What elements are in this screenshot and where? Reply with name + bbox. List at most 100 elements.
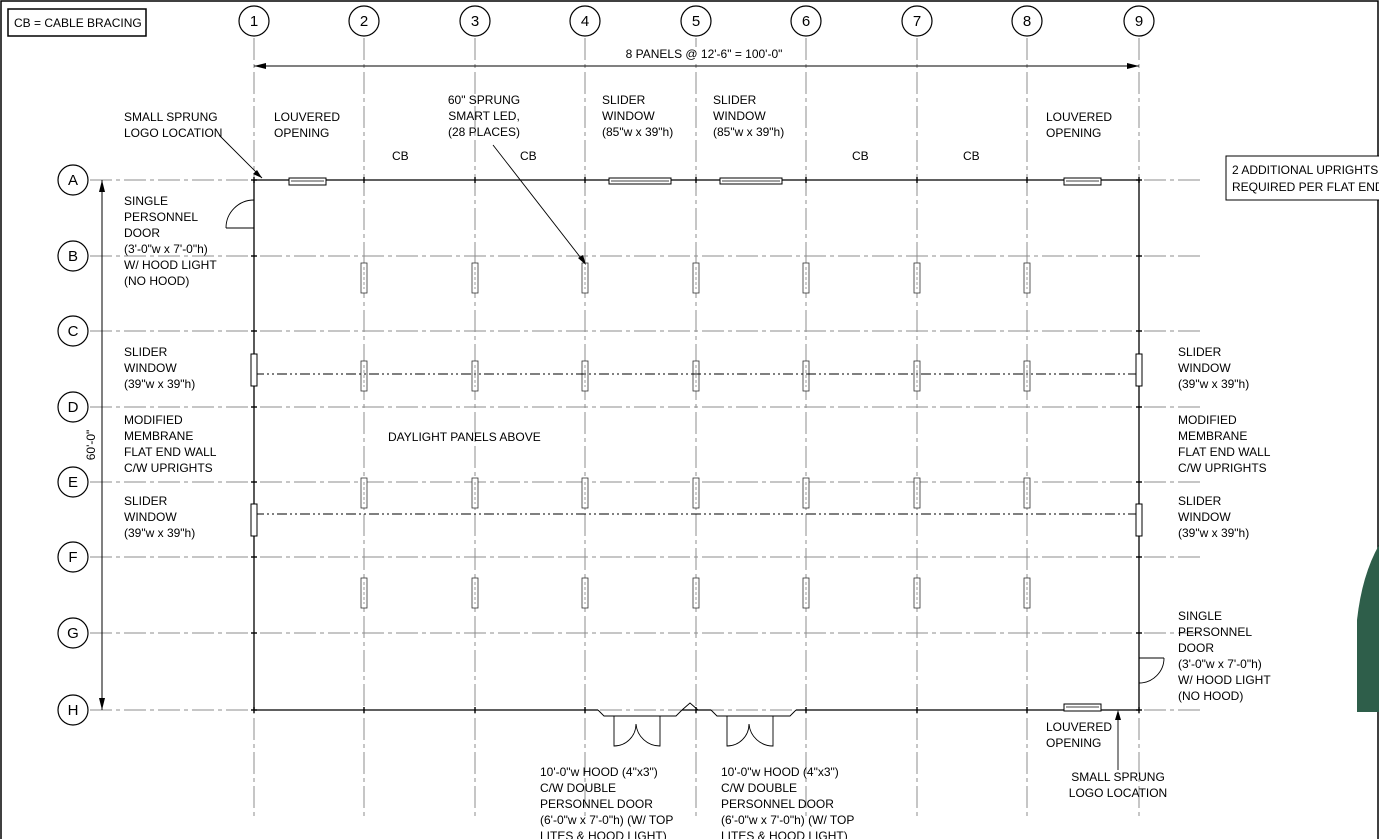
right-membrane-label-line: MEMBRANE xyxy=(1178,429,1247,443)
right-door-label-line: DOOR xyxy=(1178,641,1214,655)
row-bubble-label: G xyxy=(67,625,79,642)
right-slider-1-label-line: (39"w x 39"h) xyxy=(1178,377,1249,391)
additional-uprights-line-2: REQUIRED PER FLAT END xyxy=(1232,180,1379,194)
uprights xyxy=(251,177,1142,713)
cb-label-4: CB xyxy=(963,149,980,163)
left-door-label-line: (3'-0"w x 7'-0"h) xyxy=(124,242,208,256)
double-door-a-label-line: C/W DOUBLE xyxy=(540,781,616,795)
logo-location-bottom-label-line: SMALL SPRUNG xyxy=(1071,770,1165,784)
row-bubble-label: C xyxy=(68,323,79,340)
smart-led-label-line: 60" SPRUNG xyxy=(448,93,520,107)
double-door-a-label: 10'-0"w HOOD (4"x3")C/W DOUBLEPERSONNEL … xyxy=(540,765,673,839)
top-dimension-text: 8 PANELS @ 12'-6" = 100'-0" xyxy=(626,47,783,61)
row-bubble-C: C xyxy=(57,315,89,347)
column-bubble-label: 1 xyxy=(250,13,258,30)
double-door-a-label-line: PERSONNEL DOOR xyxy=(540,797,653,811)
logo-location-top-label-line: SMALL SPRUNG xyxy=(124,110,218,124)
annotations: CB CB CB CB DAYLIGHT PANELS ABOVE SMALL … xyxy=(124,93,1271,839)
row-bubble-label: B xyxy=(68,248,78,265)
top-dimension: 8 PANELS @ 12'-6" = 100'-0" xyxy=(254,47,1139,69)
right-door-label-line: SINGLE xyxy=(1178,609,1222,623)
left-membrane-label-line: FLAT END WALL xyxy=(124,445,217,459)
column-bubble-9: 9 xyxy=(1123,5,1155,37)
row-bubble-label: D xyxy=(68,399,79,416)
grid-lines xyxy=(90,38,1200,820)
row-bubble-label: E xyxy=(68,474,78,491)
row-bubble-G: G xyxy=(57,617,89,649)
legend-text: CB = CABLE BRACING xyxy=(14,16,142,30)
louvered-opening-right-label-line: OPENING xyxy=(1046,126,1101,140)
slider-window-b-label-line: SLIDER xyxy=(713,93,757,107)
row-bubble-A: A xyxy=(57,164,89,196)
right-slider-2-label-line: (39"w x 39"h) xyxy=(1178,526,1249,540)
logo-location-top-label-line: LOGO LOCATION xyxy=(124,126,222,140)
row-bubble-B: B xyxy=(57,240,89,272)
right-slider-1-label-line: WINDOW xyxy=(1178,361,1231,375)
double-door-b-label-line: (6'-0"w x 7'-0"h) (W/ TOP xyxy=(721,813,854,827)
additional-uprights-line-1: 2 ADDITIONAL UPRIGHTS xyxy=(1232,163,1378,177)
double-door-b-label: 10'-0"w HOOD (4"x3") C/W DOUBLE PERSONNEL … xyxy=(721,765,854,839)
slider-window-a-label-line: (85"w x 39"h) xyxy=(602,125,673,139)
column-bubble-label: 7 xyxy=(913,13,921,30)
right-slider-2-label: SLIDER WINDOW (39"w x 39"h) xyxy=(1178,494,1249,540)
left-slider-2-label-line: (39"w x 39"h) xyxy=(124,526,195,540)
right-slider-2-label-line: SLIDER xyxy=(1178,494,1222,508)
column-bubble-label: 3 xyxy=(471,13,479,30)
double-door-b-label-line: C/W DOUBLE xyxy=(721,781,797,795)
column-bubble-5: 5 xyxy=(680,5,712,37)
right-door-label-line: (NO HOOD) xyxy=(1178,689,1243,703)
smart-led-label-line: (28 PLACES) xyxy=(448,125,520,139)
left-membrane-label-line: C/W UPRIGHTS xyxy=(124,461,213,475)
right-membrane-label-line: FLAT END WALL xyxy=(1178,445,1271,459)
cb-label-2: CB xyxy=(520,149,537,163)
row-bubble-H: H xyxy=(57,694,89,726)
row-bubble-F: F xyxy=(57,541,89,573)
double-door-a-label-line: (6'-0"w x 7'-0"h) (W/ TOP xyxy=(540,813,673,827)
inset-thumbnail xyxy=(1357,545,1379,712)
louvered-opening-bottom-label-line: LOUVERED xyxy=(1046,720,1112,734)
side-wall-windows xyxy=(250,353,1143,537)
louvered-opening-left-label-line: LOUVERED xyxy=(274,110,340,124)
double-door-b xyxy=(710,709,797,747)
right-slider-2-label-line: WINDOW xyxy=(1178,510,1231,524)
left-door-label-line: SINGLE xyxy=(124,194,168,208)
logo-location-top-label: SMALL SPRUNG LOGO LOCATION xyxy=(124,110,222,140)
slider-window-b-label-line: (85"w x 39"h) xyxy=(713,125,784,139)
column-bubble-label: 4 xyxy=(581,13,589,30)
right-membrane-label-line: MODIFIED xyxy=(1178,413,1237,427)
single-door-right xyxy=(1138,657,1165,684)
double-door-b-label-line: PERSONNEL DOOR xyxy=(721,797,834,811)
right-door-label-line: (3'-0"w x 7'-0"h) xyxy=(1178,657,1262,671)
left-door-label-line: PERSONNEL xyxy=(124,210,198,224)
double-door-b-label-line: 10'-0"w HOOD (4"x3") xyxy=(721,765,839,779)
row-bubble-label: H xyxy=(68,702,79,719)
column-bubble-4: 4 xyxy=(569,5,601,37)
double-door-a xyxy=(597,702,699,747)
logo-location-bottom-label: SMALL SPRUNG LOGO LOCATION xyxy=(1069,770,1167,800)
left-membrane-label-line: MODIFIED xyxy=(124,413,183,427)
column-bubble-6: 6 xyxy=(790,5,822,37)
logo-location-bottom-label-line: LOGO LOCATION xyxy=(1069,786,1167,800)
double-door-b-label-line: LITES & HOOD LIGHT) xyxy=(721,829,848,839)
column-bubble-label: 6 xyxy=(802,13,810,30)
cable-bracing-legend: CB = CABLE BRACING xyxy=(7,8,147,37)
column-bubble-3: 3 xyxy=(459,5,491,37)
left-slider-2-label-line: SLIDER xyxy=(124,494,168,508)
left-slider-2-label-line: WINDOW xyxy=(124,510,177,524)
row-bubble-label: A xyxy=(68,172,78,189)
column-bubble-label: 8 xyxy=(1023,13,1031,30)
left-door-label-line: DOOR xyxy=(124,226,160,240)
additional-uprights-note: 2 ADDITIONAL UPRIGHTS REQUIRED PER FLAT … xyxy=(1225,155,1379,201)
row-grid-bubbles: A B C D E F G H xyxy=(57,164,89,726)
